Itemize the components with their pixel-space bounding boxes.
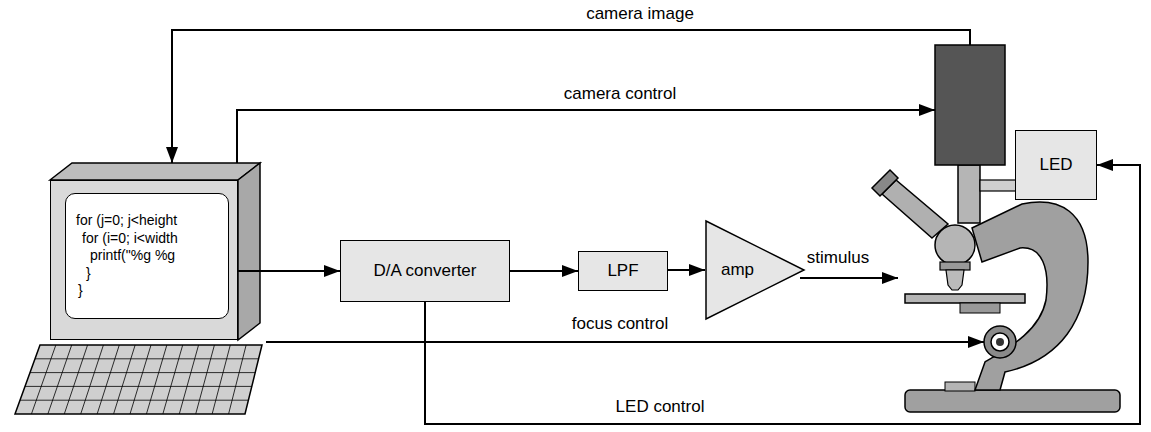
keyboard <box>15 345 262 414</box>
edge-label: LED control <box>613 397 708 417</box>
eyepiece-tube <box>882 180 948 238</box>
code-line: } <box>76 265 222 283</box>
node-label: amp <box>721 260 754 280</box>
code-line: } <box>76 282 222 300</box>
signal-label: focus control <box>569 314 671 334</box>
stage-support <box>960 303 1000 313</box>
signal-arrow <box>425 165 1140 424</box>
monitor-side <box>238 163 260 340</box>
stimulus-wire <box>800 277 898 279</box>
eyepiece <box>872 170 898 196</box>
node-label: LED <box>1039 155 1072 175</box>
converter-box: D/A converter <box>340 240 510 302</box>
amplifier-shape <box>706 221 804 319</box>
node-label: LPF <box>607 261 638 281</box>
led-holder <box>980 180 1016 191</box>
objective <box>946 270 964 290</box>
microscope-base-foot <box>945 382 975 391</box>
signal-label: camera control <box>561 84 679 104</box>
screen-panel: for (j=0; j<heightfor (i=0; i<widthprint… <box>65 193 229 319</box>
focus-control-wire <box>266 341 984 343</box>
signal-arrow <box>668 269 705 271</box>
led-box: LED <box>1015 130 1097 200</box>
amplifier-outline <box>705 220 805 320</box>
code-line: for (i=0; i<width <box>76 230 222 248</box>
code-line: printf("%g %g <box>76 247 222 265</box>
focus-knob <box>984 326 1016 358</box>
microscope-head <box>935 225 975 265</box>
camera-image-wire <box>172 30 970 163</box>
signal-arrow <box>238 270 340 272</box>
filter-box: LPF <box>578 251 668 291</box>
signal-arrow <box>510 270 578 272</box>
node-label: D/A converter <box>374 261 477 281</box>
keyboard-keys <box>20 345 259 414</box>
signal-label: camera image <box>583 4 697 24</box>
focus-knob-center <box>996 338 1004 346</box>
monitor-top <box>50 163 260 180</box>
computer-screen: for (j=0; j<heightfor (i=0; i<widthprint… <box>50 180 238 340</box>
signal-label: stimulus <box>804 248 872 268</box>
microscope-stage <box>905 294 1025 303</box>
camera-mount <box>958 165 980 223</box>
nosepiece <box>940 262 970 270</box>
focus-knob-ring <box>991 333 1009 351</box>
microscope-base <box>905 390 1120 412</box>
amplifier-triangle: amp <box>705 220 805 320</box>
camera <box>935 45 1005 165</box>
code-line: for (j=0; j<height <box>76 212 222 230</box>
camera-control-wire <box>237 110 935 163</box>
